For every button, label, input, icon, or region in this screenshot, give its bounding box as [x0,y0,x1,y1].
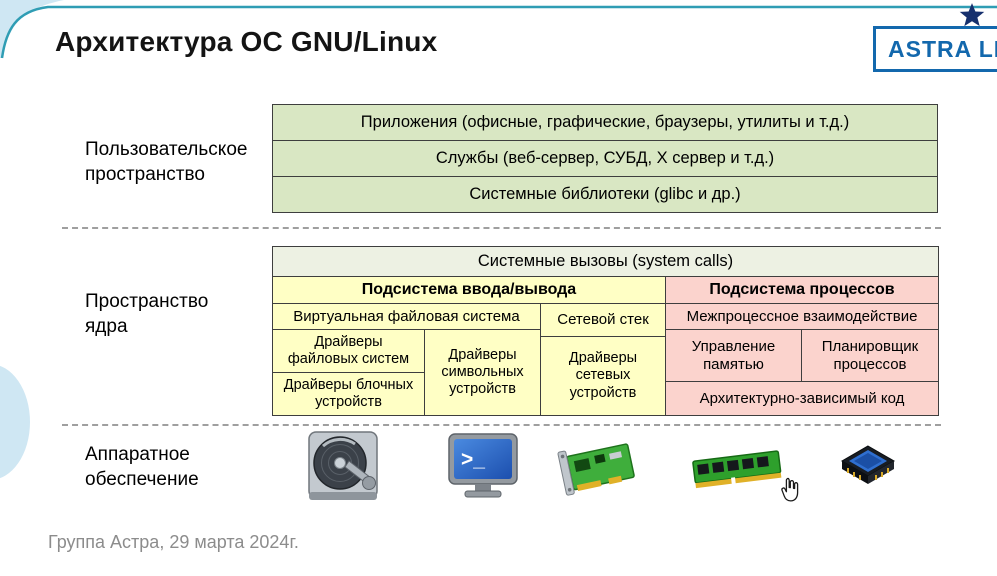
page-title: Архитектура ОС GNU/Linux [55,26,438,57]
star-icon [959,3,985,27]
applications-row: Приложения (офисные, графические, браузе… [273,105,937,141]
char-drivers-cell: Драйверы символьных устройств [425,330,541,416]
vfs-cell: Виртуальная файловая система [273,304,541,330]
user-space-table: Приложения (офисные, графические, браузе… [272,104,938,213]
fs-drivers-cell: Драйверы файловых систем [273,330,425,373]
net-drivers-cell: Драйверы сетевых устройств [541,337,666,416]
divider-kernel-hardware [62,424,941,426]
network-card-icon [556,436,644,507]
ram-icon [690,444,784,499]
syscalls-cell: Системные вызовы (system calls) [273,247,939,277]
kernel-space-label: Пространство ядра [85,291,209,337]
kernel-table: Системные вызовы (system calls) Подсисте… [272,246,939,416]
astra-linux-logo-text: ASTRA LINUX [888,35,997,62]
arch-code-cell: Архитектурно-зависимый код [666,382,939,416]
hardware-label: Аппаратное обеспечение [85,444,199,490]
cpu-icon [836,438,900,501]
io-subsystem-header: Подсистема ввода/вывода [273,277,666,304]
process-subsystem-header: Подсистема процессов [666,277,939,304]
block-drivers-cell: Драйверы блочных устройств [273,373,425,416]
system-libraries-row: Системные библиотеки (glibc и др.) [273,177,937,212]
ipc-cell: Межпроцессное взаимодействие [666,304,939,330]
services-row: Службы (веб-сервер, СУБД, X сервер и т.д… [273,141,937,177]
divider-user-kernel [62,227,941,229]
terminal-prompt: >_ [461,448,485,471]
terminal-icon: >_ [444,432,522,509]
astra-linux-logo: ASTRA LINUX [873,26,997,72]
hdd-icon [303,430,383,511]
footer-credit: Группа Астра, 29 марта 2024г. [48,532,299,552]
side-blob [0,365,30,479]
memory-management-cell: Управление памятью [666,330,802,382]
network-stack-cell: Сетевой стек [541,304,666,337]
hand-cursor-icon [778,476,802,509]
user-space-label: Пользовательское пространство [85,139,248,185]
scheduler-cell: Планировщик процессов [802,330,939,382]
